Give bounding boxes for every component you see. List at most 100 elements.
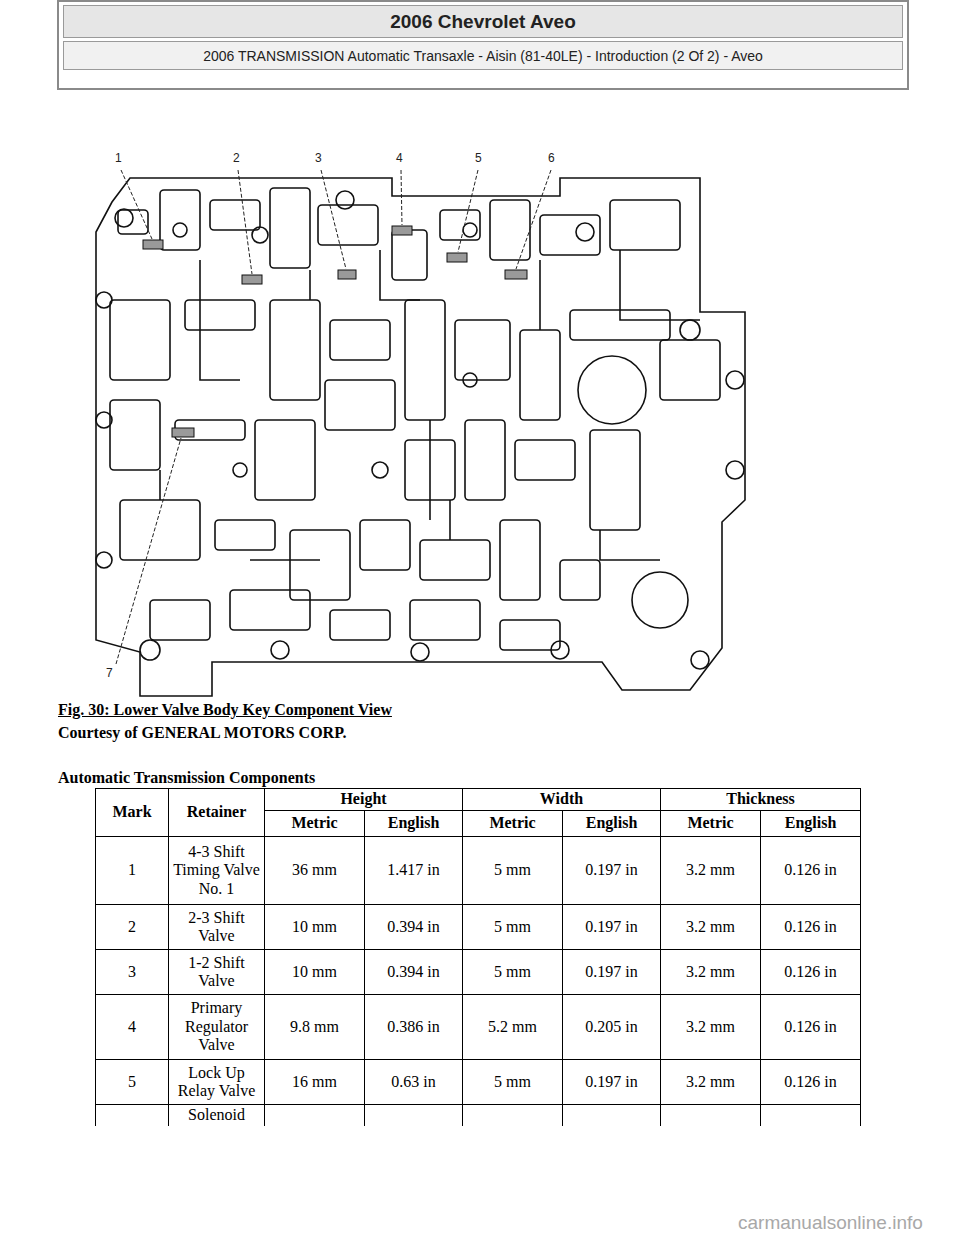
channel-outline bbox=[465, 420, 505, 500]
valve-body-drawing bbox=[96, 178, 745, 696]
passage-line bbox=[600, 530, 660, 560]
passage-line bbox=[620, 250, 700, 320]
table-cell: 5 mm bbox=[463, 1060, 563, 1105]
bolt-hole bbox=[96, 412, 112, 428]
passage-line bbox=[539, 260, 541, 330]
table-cell: Lock Up Relay Valve bbox=[169, 1060, 265, 1105]
table-title: Automatic Transmission Components bbox=[58, 769, 315, 787]
passage-line bbox=[380, 250, 420, 300]
cell-text: Solenoid bbox=[188, 1106, 245, 1123]
channel-outline bbox=[318, 205, 378, 245]
bolt-hole bbox=[463, 373, 477, 387]
table-cell: 1.417 in bbox=[365, 837, 463, 905]
header-cell: Thickness bbox=[661, 789, 861, 811]
table-cell: 9.8 mm bbox=[265, 995, 365, 1060]
table-cell: 0.126 in bbox=[761, 1060, 861, 1105]
table-area: MarkRetainerHeightWidthThicknessMetricEn… bbox=[95, 788, 862, 1126]
table-cell: 0.205 in bbox=[563, 995, 661, 1060]
retainer-mark bbox=[505, 270, 527, 279]
column-heading: Retainer bbox=[187, 803, 247, 820]
table-cell: 0.197 in bbox=[563, 837, 661, 905]
table-cell: 3.2 mm bbox=[661, 1060, 761, 1105]
table-cell: 4 bbox=[96, 995, 169, 1060]
column-heading: Metric bbox=[291, 814, 337, 831]
bolt-hole bbox=[632, 572, 688, 628]
channel-outline bbox=[255, 420, 315, 500]
column-heading: Thickness bbox=[726, 790, 794, 807]
callout-number: 7 bbox=[105, 666, 114, 680]
table-cell: 0.63 in bbox=[365, 1060, 463, 1105]
leader-line bbox=[238, 170, 252, 274]
bolt-hole bbox=[411, 643, 429, 661]
table-cell: 0.126 in bbox=[761, 837, 861, 905]
figure-caption: Fig. 30: Lower Valve Body Key Component … bbox=[58, 701, 392, 719]
callout-number: 4 bbox=[395, 151, 404, 165]
cell-text: Primary Regulator Valve bbox=[185, 999, 248, 1053]
cell-text: 5.2 mm bbox=[488, 1018, 537, 1035]
retainer-mark bbox=[447, 253, 467, 262]
passage-line bbox=[200, 260, 240, 380]
column-heading: English bbox=[388, 814, 440, 831]
cell-text: 10 mm bbox=[292, 918, 337, 935]
watermark: carmanualsonline.info bbox=[738, 1212, 923, 1234]
callout-number: 2 bbox=[232, 151, 241, 165]
cell-text: 1.417 in bbox=[387, 861, 439, 878]
table-cell: 36 mm bbox=[265, 837, 365, 905]
cell-text: 5 mm bbox=[494, 861, 531, 878]
channel-outline bbox=[325, 380, 395, 430]
cell-text: 0.197 in bbox=[585, 1073, 637, 1090]
channel-outline bbox=[330, 320, 390, 360]
cell-text: 0.197 in bbox=[585, 963, 637, 980]
table-cell bbox=[463, 1105, 563, 1127]
callout-number: 6 bbox=[547, 151, 556, 165]
table-cell bbox=[661, 1105, 761, 1127]
channel-outline bbox=[420, 540, 490, 580]
header-frame bbox=[58, 1, 908, 89]
table-row: 14-3 Shift Timing Valve No. 136 mm1.417 … bbox=[96, 837, 861, 905]
table-cell: 5 mm bbox=[463, 905, 563, 950]
leader-lines bbox=[116, 170, 551, 664]
table-cell: 16 mm bbox=[265, 1060, 365, 1105]
bolt-hole bbox=[680, 320, 700, 340]
bolt-hole bbox=[691, 651, 709, 669]
channel-outline bbox=[210, 200, 260, 230]
table-cell: 10 mm bbox=[265, 905, 365, 950]
leader-line bbox=[116, 438, 181, 664]
table-cell: 5.2 mm bbox=[463, 995, 563, 1060]
bolt-hole bbox=[551, 641, 569, 659]
bolt-hole bbox=[173, 223, 187, 237]
cell-text: 3 bbox=[128, 963, 136, 980]
leader-line bbox=[458, 170, 478, 252]
header-cell: Metric bbox=[661, 811, 761, 837]
channel-outline bbox=[490, 200, 530, 260]
table-cell: 0.394 in bbox=[365, 950, 463, 995]
header-cell: English bbox=[563, 811, 661, 837]
table-row: Solenoid bbox=[96, 1105, 861, 1127]
cell-text: 2 bbox=[128, 918, 136, 935]
header-cell: Height bbox=[265, 789, 463, 811]
table-cell: 5 bbox=[96, 1060, 169, 1105]
channel-outline bbox=[515, 440, 575, 480]
table-cell bbox=[365, 1105, 463, 1127]
cell-text: 0.197 in bbox=[585, 861, 637, 878]
table-row: 4Primary Regulator Valve9.8 mm0.386 in5.… bbox=[96, 995, 861, 1060]
header-cell: Metric bbox=[265, 811, 365, 837]
header-cell: Metric bbox=[463, 811, 563, 837]
channel-outline bbox=[405, 300, 445, 420]
table-cell: 3.2 mm bbox=[661, 995, 761, 1060]
table-cell: 1-2 Shift Valve bbox=[169, 950, 265, 995]
bolt-hole bbox=[96, 292, 112, 308]
bolt-hole bbox=[463, 223, 477, 237]
cell-text: 10 mm bbox=[292, 963, 337, 980]
channel-outline bbox=[120, 500, 200, 560]
channel-outline bbox=[160, 190, 200, 250]
retainer-mark bbox=[143, 240, 163, 249]
bolt-hole bbox=[726, 371, 744, 389]
leader-line bbox=[121, 170, 152, 239]
callout-number: 5 bbox=[474, 151, 483, 165]
column-heading: Width bbox=[540, 790, 583, 807]
cell-text: 2-3 Shift Valve bbox=[188, 909, 244, 944]
cell-text: 5 mm bbox=[494, 1073, 531, 1090]
